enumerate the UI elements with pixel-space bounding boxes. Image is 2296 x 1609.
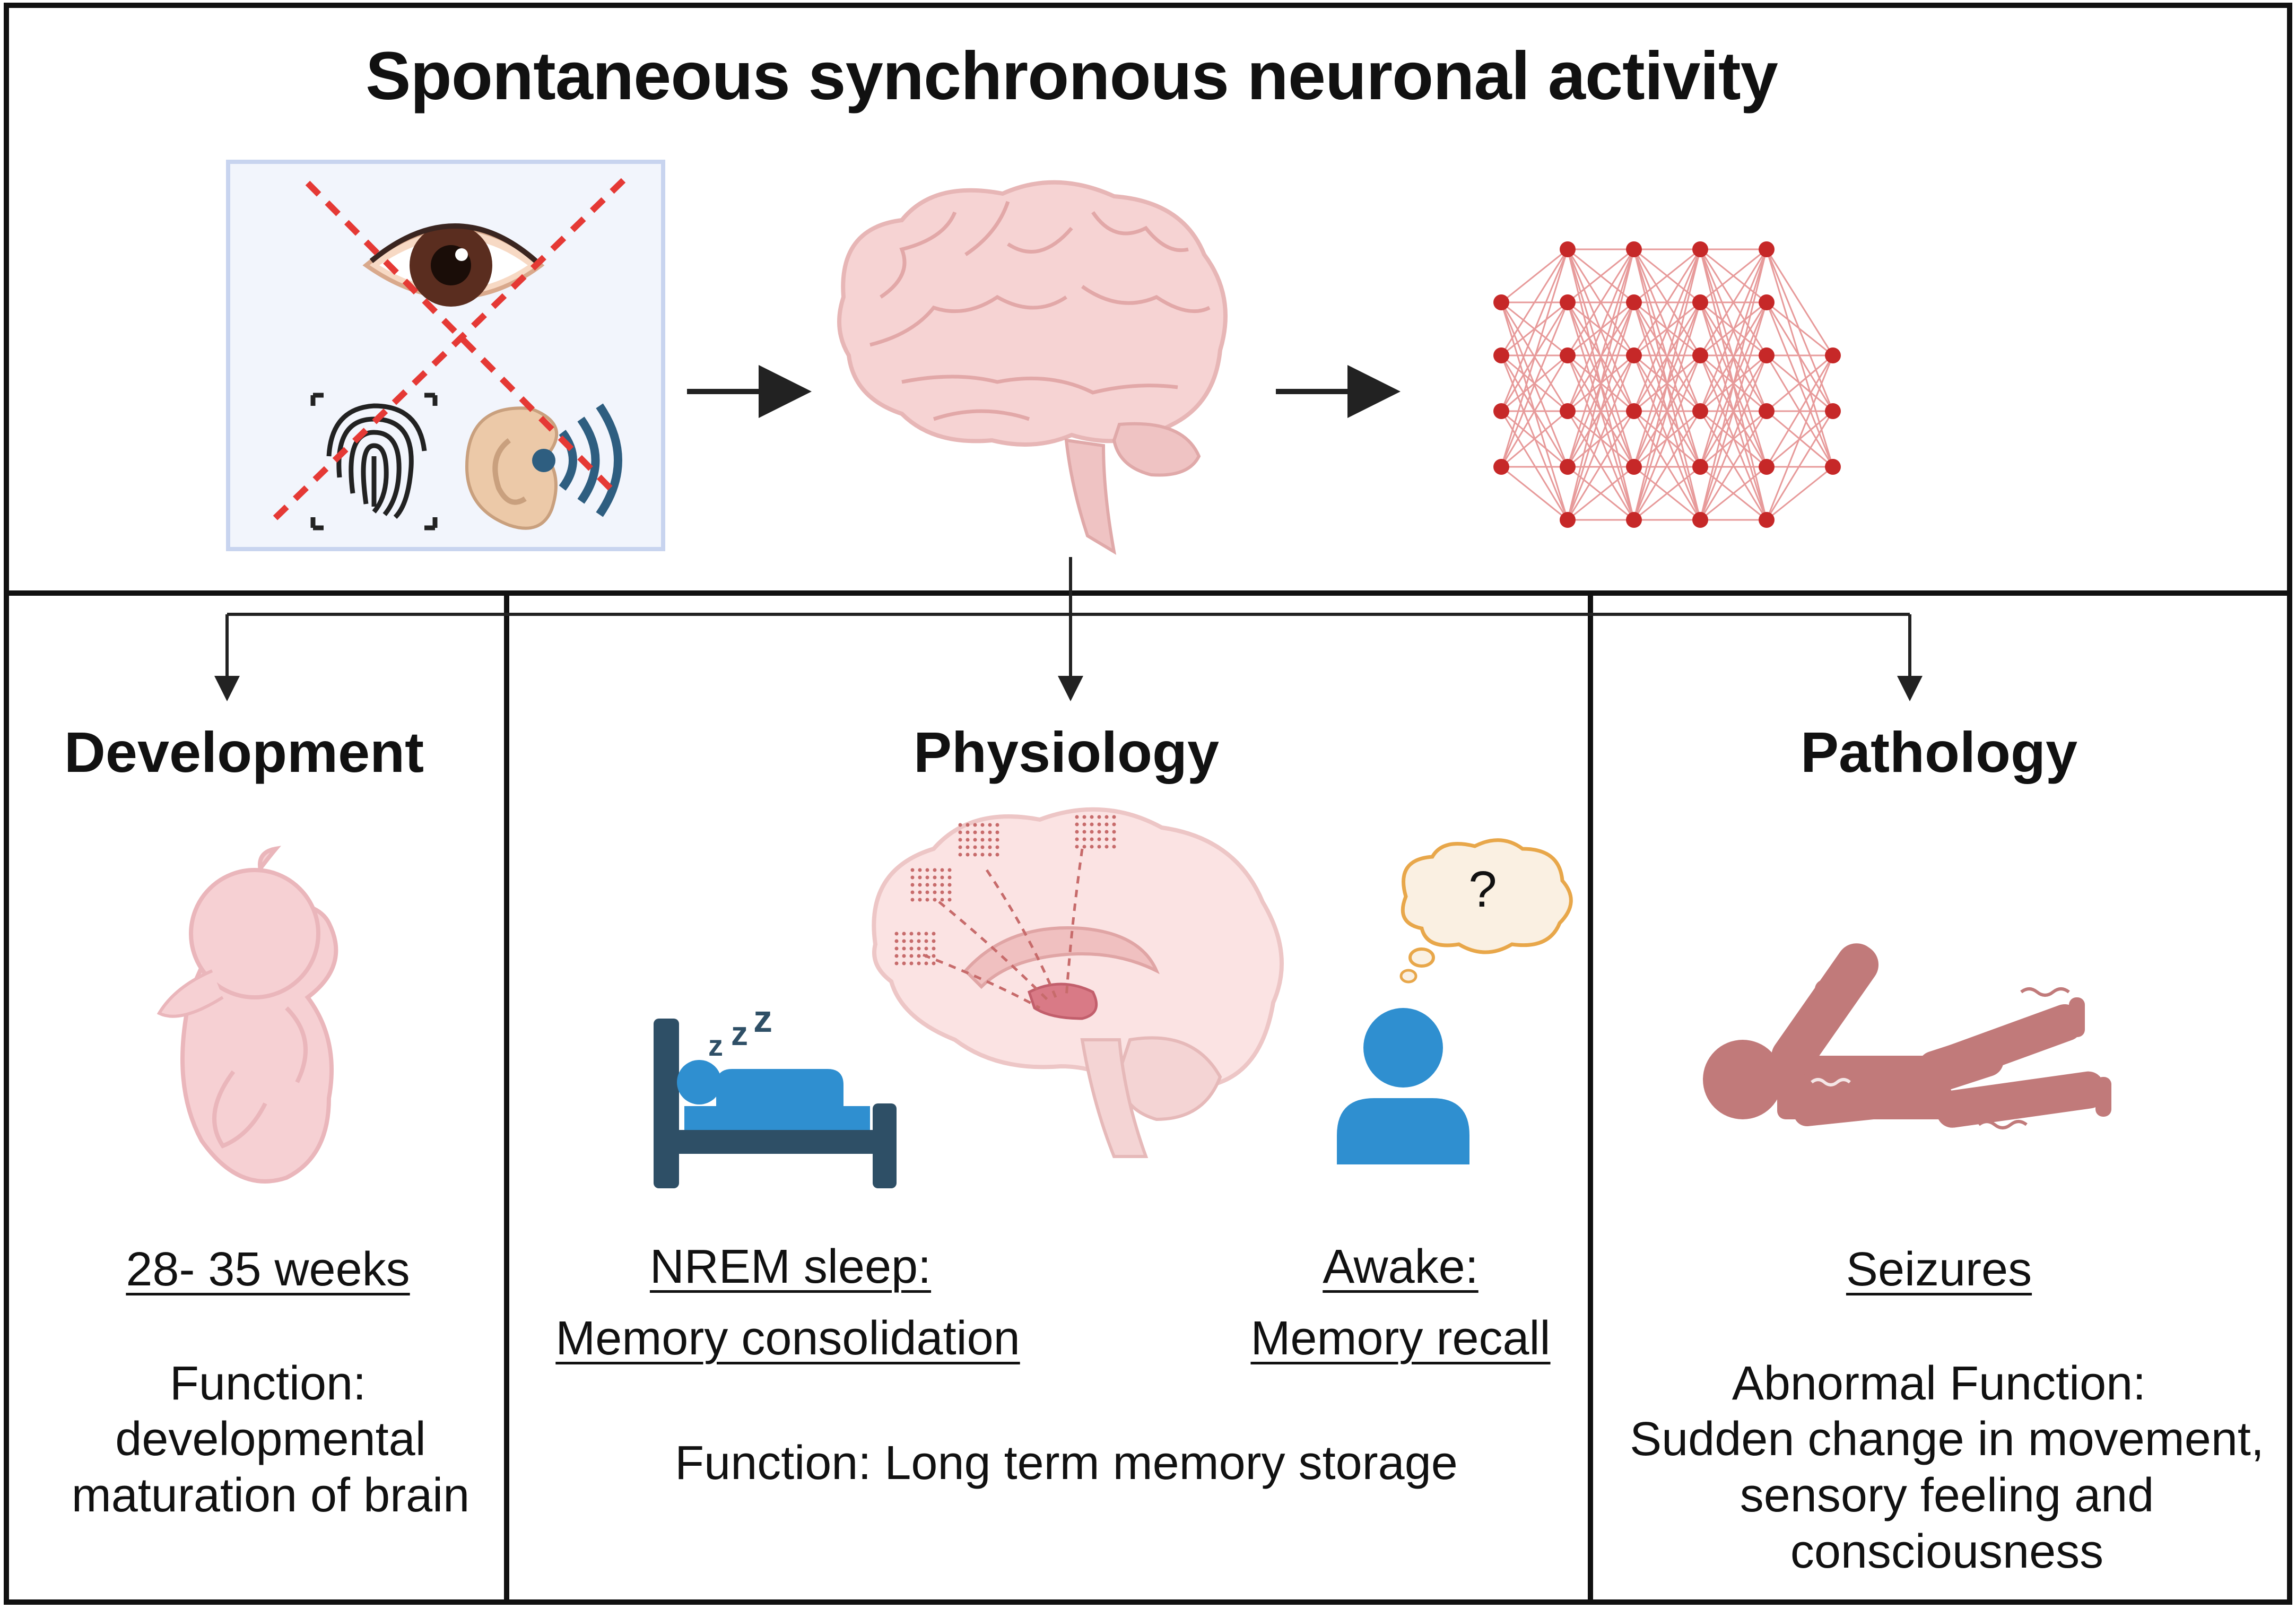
red-cross-icon [268, 178, 626, 525]
pathology-condition: Seizures [1846, 1243, 2032, 1296]
thought-question-mark: ? [1468, 861, 1497, 918]
svg-text:z: z [731, 1014, 748, 1053]
seizure-figure-icon [1703, 943, 2111, 1129]
pathology-function-label: Abnormal Function: [1732, 1357, 2146, 1410]
sensory-panel [226, 160, 665, 551]
fetus-icon [156, 846, 338, 1184]
brain-icon [837, 180, 1228, 555]
fingerprint-icon [310, 393, 438, 530]
ear-icon [465, 403, 622, 530]
sleeping-person-icon: z z z [654, 998, 897, 1188]
pathology-function-text: Sudden change in movement, sensory feeli… [1630, 1413, 2264, 1578]
diagram-title: Spontaneous synchronous neuronal activit… [366, 38, 1778, 114]
neural-network-icon [1493, 241, 1841, 528]
awake-label: Awake: [1323, 1240, 1479, 1293]
eye-icon [362, 223, 545, 307]
development-function-label: Function: [169, 1357, 367, 1410]
svg-text:z: z [708, 1029, 723, 1062]
nrem-text: Memory consolidation [555, 1312, 1020, 1365]
physiology-function: Function: Long term memory storage [675, 1437, 1458, 1490]
development-period: 28- 35 weeks [126, 1243, 410, 1296]
bottom-panel-frame [4, 590, 2292, 1605]
pathology-heading: Pathology [1800, 720, 2078, 784]
awake-text: Memory recall [1250, 1312, 1551, 1365]
svg-text:z: z [753, 998, 772, 1040]
person-thinking-icon [1337, 838, 1573, 1164]
physiology-heading: Physiology [913, 720, 1220, 784]
development-function-text: developmental maturation of brain [71, 1413, 470, 1522]
development-heading: Development [64, 720, 424, 784]
branch-connector [214, 557, 1923, 701]
brain-sagittal-icon [872, 807, 1284, 1158]
nrem-label: NREM sleep: [649, 1240, 932, 1293]
